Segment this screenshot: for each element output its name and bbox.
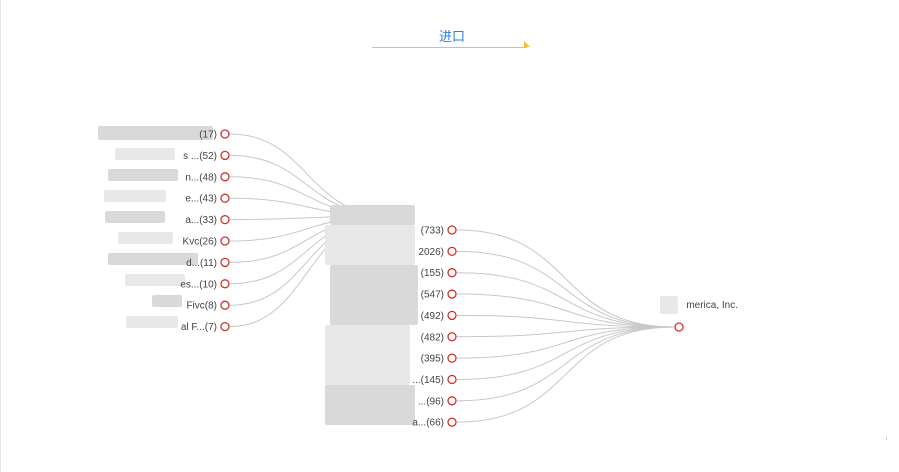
middle-node-label: (482) [421,332,444,343]
node-circle-icon[interactable] [447,310,457,321]
middle-node[interactable]: (733) [421,225,457,237]
node-circle-icon[interactable] [220,321,230,332]
node-circle-icon[interactable] [220,257,230,268]
tab-import[interactable]: 进口 [372,24,532,50]
node-circle-icon[interactable] [220,193,230,203]
left-node[interactable]: Fivc(8) [186,300,230,312]
link-mid-to-right [456,272,675,328]
node-circle-icon[interactable] [447,246,457,257]
left-node-label: s ...(52) [183,151,217,162]
redacted-regions [98,126,678,425]
node-circle-icon[interactable] [447,332,457,342]
middle-node-label: (733) [421,226,444,237]
middle-node-label: (155) [421,268,444,279]
middle-node[interactable]: (547) [421,289,457,301]
left-node[interactable]: a...(33) [185,214,230,226]
left-node-label: e...(43) [185,194,217,205]
tab-import-label: 进口 [438,29,465,44]
node-circle-icon[interactable] [674,322,684,332]
link-left-to-hub [229,133,391,217]
redacted-block [325,225,415,265]
redacted-block [104,190,166,202]
redacted-block [98,126,213,140]
node-circle-icon[interactable] [447,353,457,363]
left-node[interactable]: s ...(52) [183,150,230,162]
middle-node[interactable]: (482) [421,332,457,343]
middle-node[interactable]: 2026) [418,246,457,258]
target-node[interactable]: merica, Inc. [674,300,738,332]
middle-node[interactable]: (395) [421,353,457,365]
redacted-block [115,148,175,160]
redacted-block [152,295,182,307]
node-circle-icon[interactable] [447,225,457,235]
middle-node[interactable]: ...(145) [412,374,457,386]
link-mid-to-right [456,250,675,328]
middle-node-label: ...(96) [418,396,444,407]
redacted-block [105,211,165,223]
middle-node-label: (547) [421,290,444,301]
redacted-block [125,274,185,286]
left-node[interactable]: al F...(7) [181,321,230,333]
node-circle-icon[interactable] [220,150,230,161]
left-node[interactable]: es...(10) [180,279,230,290]
tab-underline [372,47,527,48]
link-mid-to-right [456,326,675,402]
target-node-label: merica, Inc. [686,300,738,311]
node-circle-icon[interactable] [220,172,230,182]
link-mid-to-right [456,326,675,338]
link-mid-to-right [456,326,675,380]
window-edge [0,0,1,472]
middle-node[interactable]: a...(66) [412,417,457,429]
corner-mark [886,437,887,440]
link-mid-to-right [456,229,675,328]
node-circle-icon[interactable] [220,300,230,310]
redacted-block [330,205,415,225]
redacted-block [325,325,410,385]
node-circle-icon[interactable] [447,374,457,385]
node-circle-icon[interactable] [447,396,457,406]
left-node[interactable]: Kvc(26) [183,236,230,248]
redacted-block [330,265,418,325]
link-mid-to-right [456,326,675,423]
redacted-block [325,385,415,425]
link-mid-to-right [456,293,675,328]
graph-nodes: (17) s ...(52) n...(48) e...(43) a...(33) Kvc… [180,129,738,429]
node-circle-icon[interactable] [447,268,457,278]
link-mid-to-right [456,314,675,328]
left-node-label: d...(11) [186,258,217,269]
tab-arrow-icon [524,41,530,47]
middle-node-label: ...(145) [412,375,444,386]
redacted-block [108,253,198,265]
middle-node-label: (492) [421,311,444,322]
redacted-block [108,169,178,181]
node-circle-icon[interactable] [220,214,230,225]
left-node-label: al F...(7) [181,322,217,333]
node-circle-icon[interactable] [447,289,457,299]
middle-node[interactable]: (492) [421,310,457,322]
node-circle-icon[interactable] [220,129,230,139]
left-node-label: (17) [199,130,217,141]
left-node[interactable]: d...(11) [186,257,230,269]
left-node[interactable]: (17) [199,129,230,141]
middle-node-label: 2026) [418,247,444,258]
left-node[interactable]: n...(48) [185,172,230,183]
link-mid-to-right [456,326,675,359]
node-circle-icon[interactable] [220,279,230,289]
redacted-block [126,316,178,328]
redacted-block [118,232,173,244]
middle-node[interactable]: ...(96) [418,396,457,407]
left-node-label: Fivc(8) [186,301,217,312]
middle-node[interactable]: (155) [421,268,457,279]
left-node-label: n...(48) [185,172,217,183]
left-node-label: a...(33) [185,215,217,226]
middle-node-label: (395) [421,354,444,365]
redacted-block [660,296,678,314]
left-node-label: Kvc(26) [183,237,217,248]
middle-node-label: a...(66) [412,418,444,429]
node-circle-icon[interactable] [220,236,230,246]
left-node[interactable]: e...(43) [185,193,230,205]
left-node-label: es...(10) [180,279,217,290]
node-circle-icon[interactable] [447,417,457,427]
